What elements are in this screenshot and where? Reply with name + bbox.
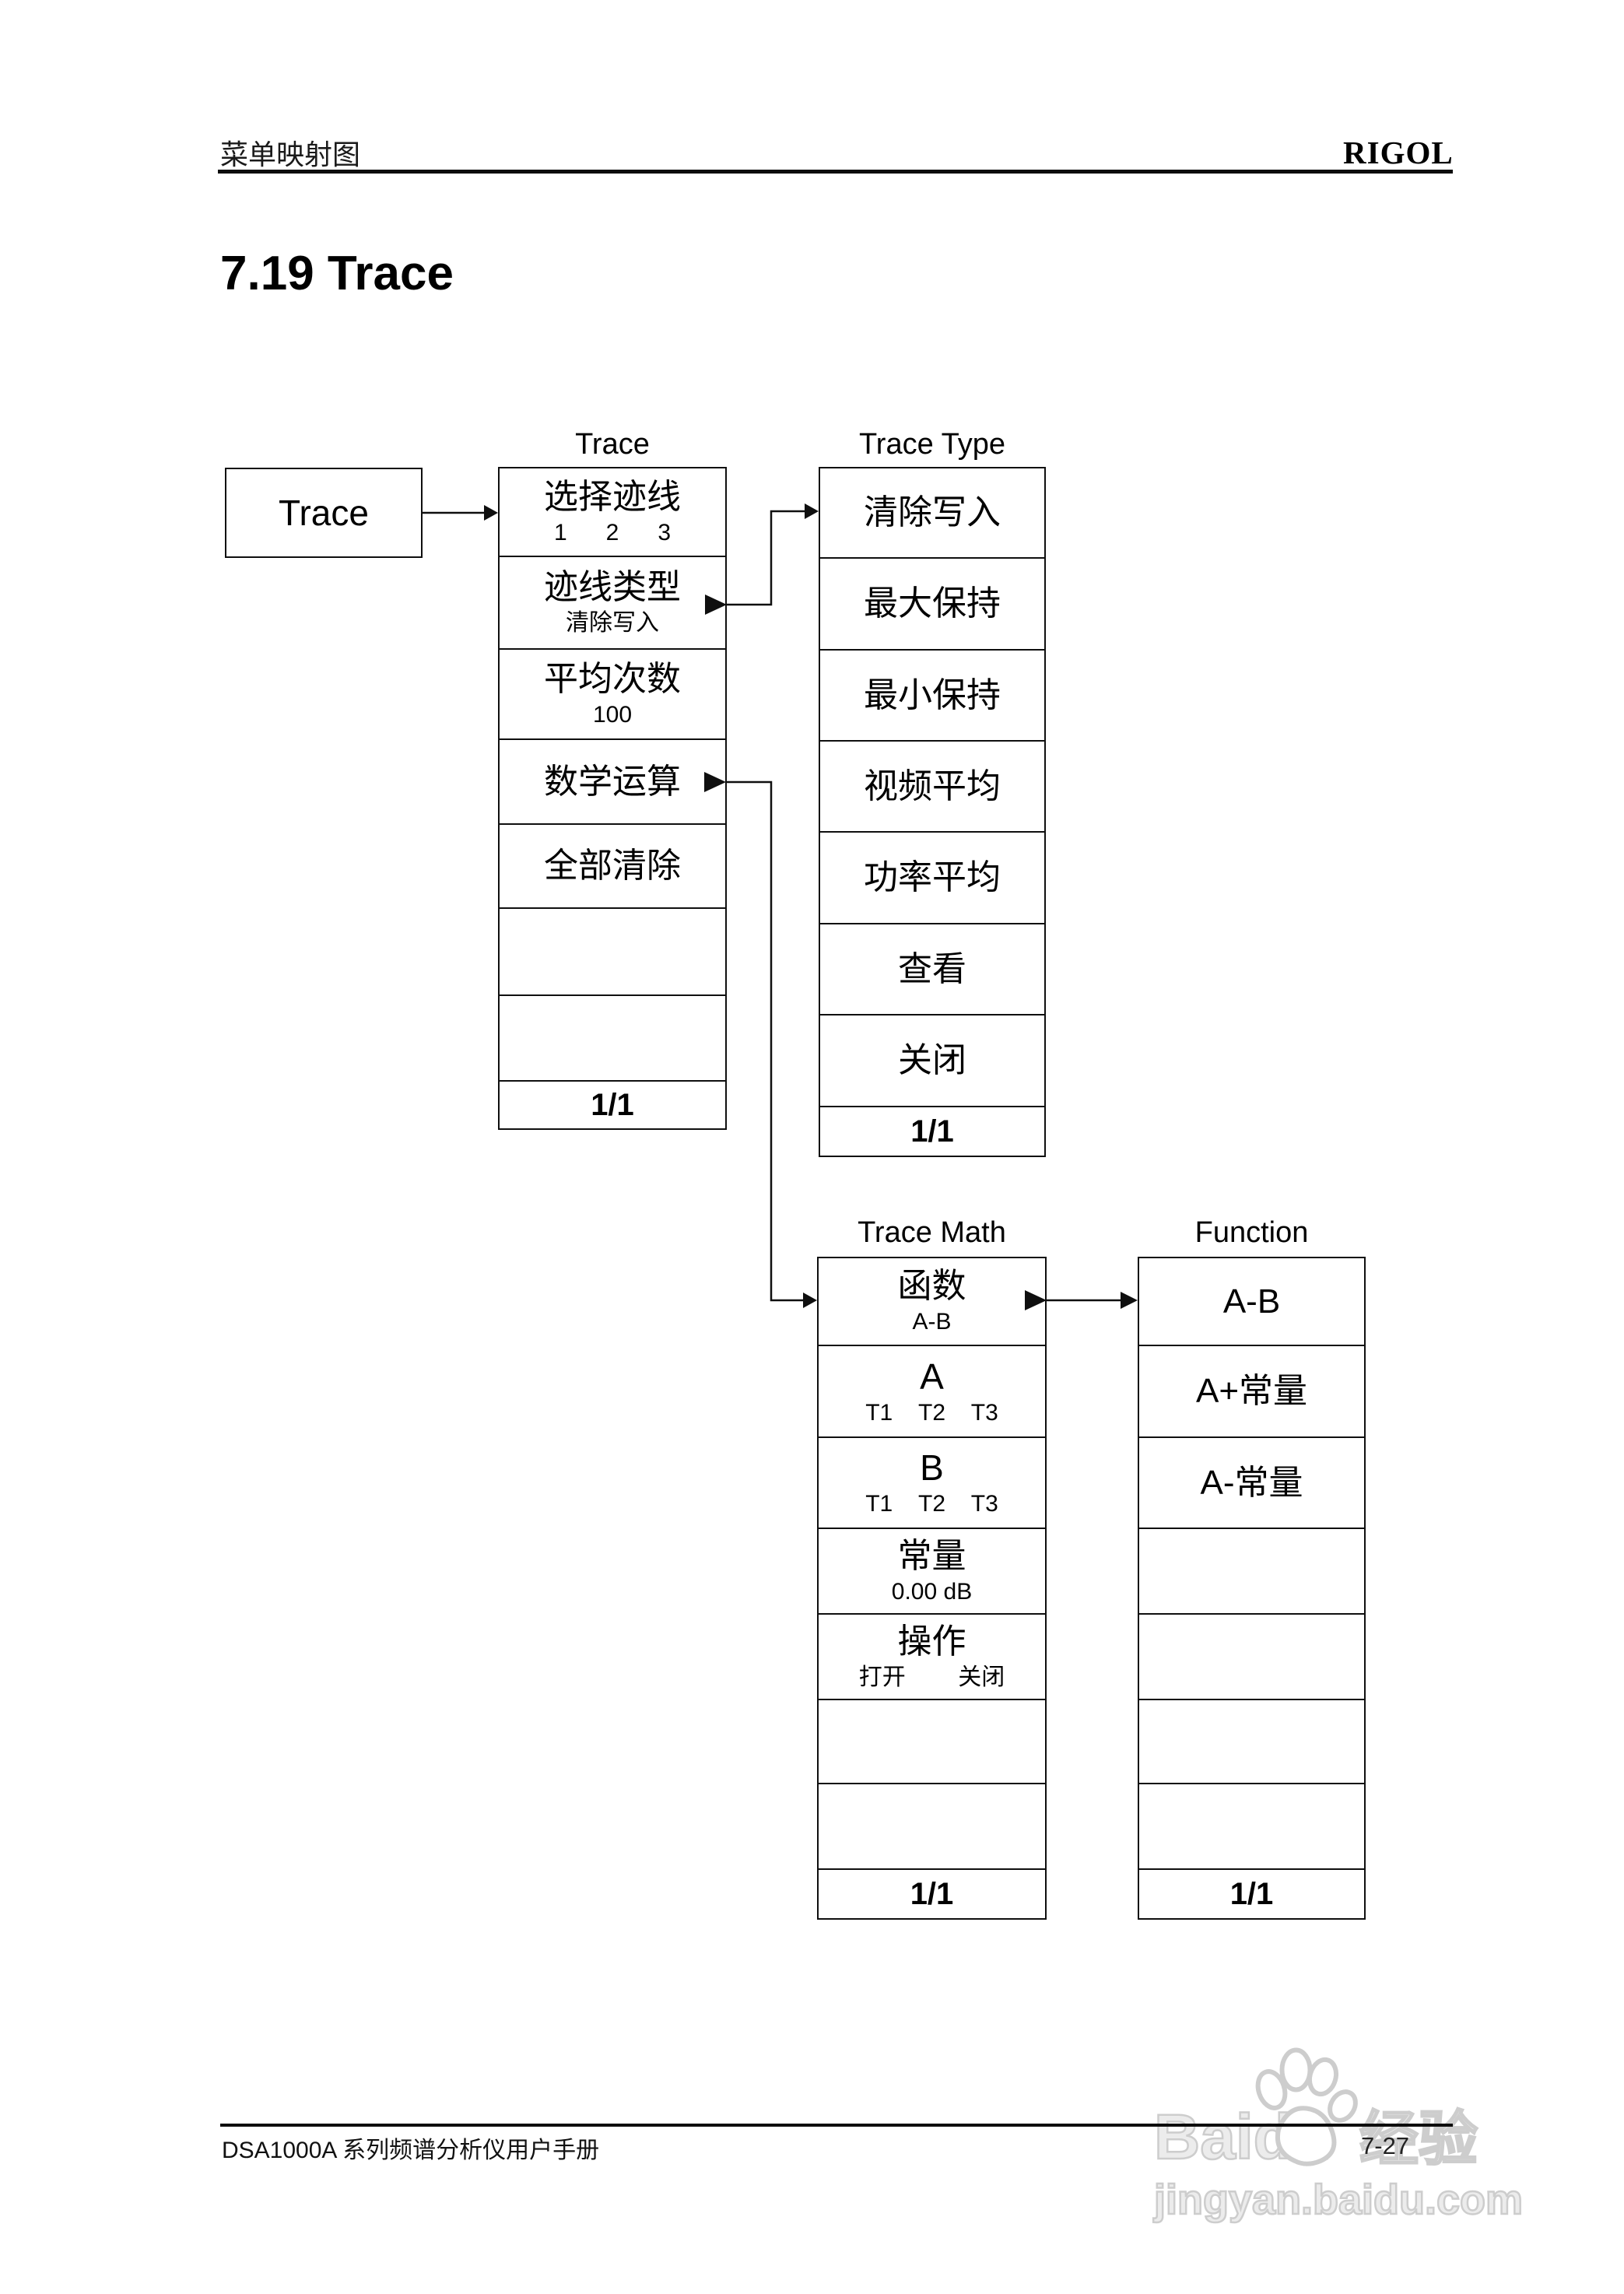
arrow-icon xyxy=(1121,1292,1138,1309)
menu-item-blank-off: 关闭 xyxy=(820,1015,1044,1107)
column-header-function: Function xyxy=(1194,1216,1309,1249)
menu-item-view: 查看 xyxy=(820,924,1044,1015)
menu-item-blank xyxy=(819,1700,1045,1784)
menu-item-operation: 操作 打开 关闭 xyxy=(819,1615,1045,1700)
menu-item-select-trace: 选择迹线 1 2 3 xyxy=(500,468,725,557)
menu-item-clear-write: 清除写入 xyxy=(820,468,1044,559)
pager-cell: 1/1 xyxy=(910,1114,954,1149)
menu-item-trace-a: A T1 T2 T3 xyxy=(819,1346,1045,1438)
connector-trace-math xyxy=(726,780,803,1302)
column-header-trace-type: Trace Type xyxy=(859,428,1005,461)
menu-item-min-hold: 最小保持 xyxy=(820,651,1044,742)
page-title: 7.19 Trace xyxy=(220,247,454,300)
baidu-paw-icon xyxy=(1255,2047,1358,2166)
menu-column-trace: 选择迹线 1 2 3 迹线类型 清除写入 平均次数 100 数学运算 全部清除 … xyxy=(498,467,727,1130)
pager-cell: 1/1 xyxy=(910,1876,954,1911)
rigol-logo: RIGOL xyxy=(1343,135,1454,170)
jingyan-watermark-text: 经验 xyxy=(1359,2107,1479,2173)
arrow-icon xyxy=(484,505,498,521)
pager-cell: 1/1 xyxy=(1229,1876,1274,1911)
menu-item-constant: 常量 0.00 dB xyxy=(819,1529,1045,1615)
menu-item-blank xyxy=(1139,1615,1364,1700)
menu-item-blank xyxy=(500,909,725,996)
menu-item-blank xyxy=(819,1784,1045,1870)
header-rule xyxy=(218,170,1453,174)
footer-rule xyxy=(220,2124,1453,2127)
menu-item-blank xyxy=(1139,1529,1364,1615)
trace-key-box: Trace xyxy=(225,468,423,558)
trace-key-label: Trace xyxy=(279,493,369,533)
menu-item-blank xyxy=(1139,1700,1364,1784)
menu-item-blank xyxy=(500,996,725,1082)
menu-item-function: 函数 A-B xyxy=(819,1258,1045,1346)
menu-item-power-avg: 功率平均 xyxy=(820,833,1044,924)
column-header-trace-math: Trace Math xyxy=(858,1216,1006,1249)
connector-trace-type xyxy=(727,510,805,606)
footer-manual-title: DSA1000A 系列频谱分析仪用户手册 xyxy=(222,2138,600,2163)
page-number: 7-27 xyxy=(1361,2132,1410,2159)
menu-item-max-hold: 最大保持 xyxy=(820,559,1044,651)
menu-item-blank xyxy=(1139,1784,1364,1870)
menu-item-a-minus-b: A-B xyxy=(1139,1258,1364,1346)
menu-item-trace-math: 数学运算 xyxy=(500,740,725,825)
arrow-icon xyxy=(805,503,819,519)
menu-column-trace-type: 清除写入 最大保持 最小保持 视频平均 功率平均 查看 关闭 1/1 xyxy=(819,467,1046,1157)
menu-item-trace-type: 迹线类型 清除写入 xyxy=(500,557,725,650)
menu-item-video-avg: 视频平均 xyxy=(820,742,1044,833)
watermark-url-text: jingyan.baidu.com xyxy=(1153,2176,1524,2223)
pager-cell: 1/1 xyxy=(591,1087,634,1122)
menu-item-average-times: 平均次数 100 xyxy=(500,650,725,740)
column-header-trace: Trace xyxy=(575,428,650,461)
header-section-title: 菜单映射图 xyxy=(220,139,361,170)
menu-column-trace-math: 函数 A-B A T1 T2 T3 B T1 T2 T3 常量 0.00 dB … xyxy=(817,1257,1047,1920)
menu-item-trace-b: B T1 T2 T3 xyxy=(819,1438,1045,1529)
menu-item-clear-all: 全部清除 xyxy=(500,825,725,909)
menu-item-a-plus-const: A+常量 xyxy=(1139,1346,1364,1438)
menu-column-function: A-B A+常量 A-常量 1/1 xyxy=(1138,1257,1366,1920)
menu-item-a-minus-const: A-常量 xyxy=(1139,1438,1364,1529)
arrow-icon xyxy=(803,1293,817,1308)
